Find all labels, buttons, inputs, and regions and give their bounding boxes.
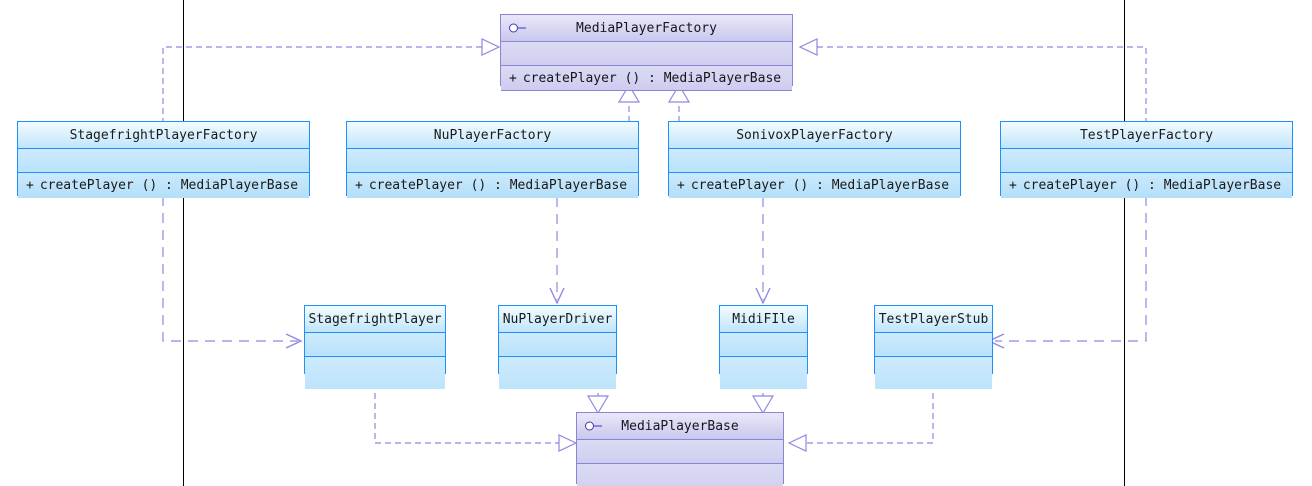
class-operations-row — [577, 464, 783, 486]
realization-arrowhead-right — [798, 38, 818, 56]
class-attributes-row — [305, 333, 445, 357]
class-title-row: TestPlayerStub — [875, 306, 992, 333]
interface-marker-icon — [509, 23, 527, 33]
edge-stagefrightplayerfactory-realizes-mediaplayerfactory — [162, 46, 494, 124]
class-attributes-row — [720, 333, 807, 357]
operation-visibility: + — [677, 178, 685, 193]
class-box-testplayerstub[interactable]: TestPlayerStub — [874, 305, 993, 389]
realization-arrowhead-left — [481, 38, 501, 56]
operation-signature: createPlayer () : MediaPlayerBase — [39, 178, 299, 193]
class-title-row: MidiFIle — [720, 306, 807, 333]
operation-signature: createPlayer () : MediaPlayerBase — [1022, 178, 1282, 193]
dependency-arrowhead-midifile — [755, 287, 771, 305]
class-name-label: TestPlayerFactory — [1079, 128, 1214, 143]
operation-visibility: + — [26, 178, 34, 193]
class-operations-row — [499, 357, 616, 389]
class-name-label: SonivoxPlayerFactory — [736, 128, 893, 143]
class-operations-row — [875, 357, 992, 389]
class-box-midifile[interactable]: MidiFIle — [719, 305, 808, 389]
edge-testplayerfactory-realizes-mediaplayerfactory — [805, 46, 1147, 124]
class-operations-row: + createPlayer () : MediaPlayerBase — [1001, 173, 1292, 198]
class-name-label: MediaPlayerFactory — [576, 21, 717, 36]
class-title-row: NuPlayerFactory — [347, 122, 638, 149]
realization-arrowhead-nuplayerdriver-mpb — [586, 395, 610, 415]
class-operations-row — [305, 357, 445, 389]
class-attributes-row — [499, 333, 616, 357]
class-box-nuplayerdriver[interactable]: NuPlayerDriver — [498, 305, 617, 389]
class-operations-row: + createPlayer () : MediaPlayerBase — [669, 173, 960, 198]
class-attributes-row — [577, 440, 783, 464]
class-title-row: StagefrightPlayerFactory — [18, 122, 309, 149]
class-operations-row: + createPlayer () : MediaPlayerBase — [347, 173, 638, 198]
operation-visibility: + — [509, 71, 517, 86]
class-name-label: MidiFIle — [732, 312, 795, 327]
realization-arrowhead-midifile-mpb — [751, 395, 775, 415]
class-title-row: StagefrightPlayer — [305, 306, 445, 333]
class-name-label: StagefrightPlayerFactory — [69, 128, 258, 143]
class-attributes-row — [18, 149, 309, 173]
class-name-label: MediaPlayerBase — [621, 419, 739, 434]
dependency-arrowhead-nuplayerdriver — [549, 287, 565, 305]
realization-arrowhead-left-mpb — [558, 434, 578, 452]
dependency-arrowhead-stagefrightplayer — [285, 333, 303, 349]
class-name-label: NuPlayerFactory — [433, 128, 552, 143]
class-title-row: SonivoxPlayerFactory — [669, 122, 960, 149]
class-operations-row: + createPlayer () : MediaPlayerBase — [18, 173, 309, 198]
class-name-label: NuPlayerDriver — [502, 312, 613, 327]
operation-signature: createPlayer () : MediaPlayerBase — [690, 178, 950, 193]
right-page-margin-guide — [1124, 0, 1125, 486]
class-box-stagefrightplayer[interactable]: StagefrightPlayer — [304, 305, 446, 389]
class-attributes-row — [347, 149, 638, 173]
interface-marker-icon — [585, 421, 603, 431]
realization-arrowhead-right-mpb — [787, 434, 807, 452]
class-name-label: TestPlayerStub — [878, 312, 989, 327]
class-name-label: StagefrightPlayer — [308, 312, 442, 327]
class-title-row: TestPlayerFactory — [1001, 122, 1292, 149]
class-box-stagefrightplayerfactory[interactable]: StagefrightPlayerFactory + createPlayer (… — [17, 121, 310, 198]
class-operations-row — [720, 357, 807, 389]
operation-signature: createPlayer () : MediaPlayerBase — [368, 178, 628, 193]
class-title-row: MediaPlayerFactory — [501, 15, 792, 42]
class-box-sonivoxplayerfactory[interactable]: SonivoxPlayerFactory + createPlayer () : … — [668, 121, 961, 198]
class-attributes-row — [669, 149, 960, 173]
class-title-row: NuPlayerDriver — [499, 306, 616, 333]
class-box-mediaplayerbase[interactable]: MediaPlayerBase — [576, 412, 784, 486]
left-page-margin-guide — [183, 0, 184, 486]
operation-visibility: + — [355, 178, 363, 193]
operation-signature: createPlayer () : MediaPlayerBase — [522, 71, 782, 86]
class-attributes-row — [501, 42, 792, 66]
class-title-row: MediaPlayerBase — [577, 413, 783, 440]
class-attributes-row — [875, 333, 992, 357]
class-attributes-row — [1001, 149, 1292, 173]
class-box-nuplayerfactory[interactable]: NuPlayerFactory + createPlayer () : Media… — [346, 121, 639, 198]
class-operations-row: + createPlayer () : MediaPlayerBase — [501, 66, 792, 91]
class-box-mediaplayerfactory[interactable]: MediaPlayerFactory + createPlayer () : Me… — [500, 14, 793, 91]
operation-visibility: + — [1009, 178, 1017, 193]
class-box-testplayerfactory[interactable]: TestPlayerFactory + createPlayer () : Med… — [1000, 121, 1293, 198]
